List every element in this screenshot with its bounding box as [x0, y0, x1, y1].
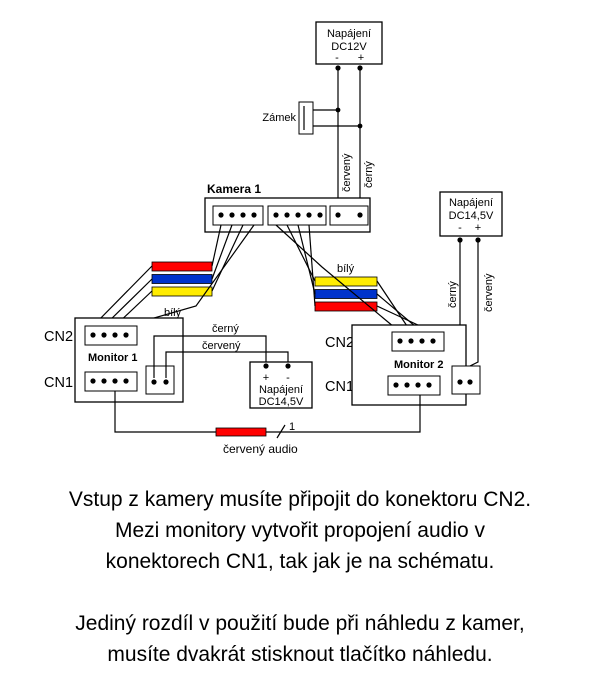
audio-wire-tick: [276, 424, 286, 439]
audio-link: 1 červený audio: [114, 391, 421, 456]
monitor2-power-connector: [451, 365, 481, 395]
wire-bar-red-right: [314, 301, 378, 312]
wire-bar-red-left: [151, 261, 213, 272]
psu-right-voltage: DC14,5V: [449, 210, 494, 222]
psu-dc12v-plus: +: [358, 52, 364, 64]
monitor2-cn1-label: CN1: [325, 379, 354, 395]
wire-label-cerveny-right: červený: [483, 273, 495, 312]
wire-label-cerveny-middle: červený: [202, 340, 241, 352]
lock-body: [298, 101, 314, 135]
monitor1-cn2-label: CN2: [44, 329, 73, 345]
monitor1-cn1-connector: [84, 371, 138, 392]
psu-dc12v-voltage: DC12V: [331, 41, 367, 53]
psu-dc12v-minus: -: [335, 52, 339, 64]
wire-bar-yellow-left: [151, 286, 213, 297]
psu-right-plus: +: [475, 222, 481, 234]
wire-bundle-right: bílý: [275, 224, 434, 333]
camera-terminal-block-2: [267, 205, 327, 226]
camera-terminal-block-3: [329, 205, 369, 226]
audio-wire-bar-red: [215, 427, 267, 437]
monitor1-cn1-label: CN1: [44, 375, 73, 391]
camera-1: Kamera 1: [204, 182, 371, 233]
monitor2-cn2-label: CN2: [325, 335, 354, 351]
audio-wire-label: červený audio: [223, 442, 298, 456]
monitor1-cn2-connector: [84, 325, 138, 346]
wire-bar-blue-right: [314, 289, 378, 299]
wire-label-bily-right: bílý: [337, 263, 355, 275]
caption-line-1: Vstup z kamery musíte připojit do konekt…: [68, 488, 532, 511]
wire-label-cerny-middle: černý: [212, 323, 239, 335]
monitor2-name: Monitor 2: [394, 359, 444, 371]
power-supply-dc145v-right: Napájení DC14,5V - +: [439, 191, 503, 243]
wire-label-cerny-right: černý: [447, 281, 459, 308]
caption-paragraph-2: Jediný rozdíl v použití bude při náhledu…: [0, 608, 600, 670]
psu-bottom-wire-red: [165, 351, 289, 378]
caption-line-5: musíte dvakrát stisknout tlačítko náhled…: [107, 643, 493, 666]
lock-label: Zámek: [262, 112, 296, 124]
psu-bottom-box: [249, 361, 313, 409]
monitor-2: CN2 CN1 Monitor 2: [325, 324, 481, 406]
monitor-1: CN2 CN1 Monitor 1: [44, 317, 184, 403]
psu-right-name: Napájení: [449, 197, 493, 209]
monitor1-power-connector: [145, 365, 175, 395]
audio-wire: [114, 391, 421, 433]
wire-label-cerny-top: černý: [363, 161, 375, 188]
caption: Vstup z kamery musíte připojit do konekt…: [0, 484, 600, 670]
psu-right-box: [439, 191, 503, 237]
psu-dc12v-box: [315, 21, 383, 65]
monitor2-cn2-connector: [391, 331, 445, 352]
psu-bottom-plus: +: [263, 372, 269, 384]
power-supply-dc145v-bottom: černý červený + - Napájení DC14,5V: [153, 323, 313, 409]
wiring-diagram: Napájení DC12V - + Zámek červený černý: [44, 21, 503, 456]
psu-dc12v-name: Napájení: [327, 28, 371, 40]
psu-bottom-voltage: DC14,5V: [259, 396, 304, 408]
monitor2-cn1-connector: [387, 375, 441, 396]
wire-bundle-left: bílý: [92, 224, 255, 327]
psu-bottom-wire-black: [153, 335, 267, 378]
audio-wire-number: 1: [289, 421, 295, 433]
caption-line-4: Jediný rozdíl v použití bude při náhledu…: [75, 612, 525, 635]
psu-dc12v-wires: [337, 68, 361, 213]
camera-terminal-block-1: [212, 205, 264, 226]
camera-label: Kamera 1: [207, 182, 261, 196]
caption-line-3: konektorech CN1, tak jak je na schématu.: [105, 550, 495, 573]
monitor1-name: Monitor 1: [88, 352, 138, 364]
power-supply-dc12v: Napájení DC12V - +: [315, 21, 383, 71]
wire-bar-blue-left: [151, 274, 213, 284]
psu-bottom-name: Napájení: [259, 384, 303, 396]
psu-right-minus: -: [458, 222, 462, 234]
lock: Zámek: [262, 101, 363, 135]
wire-bar-yellow-right: [314, 276, 378, 287]
caption-paragraph-1: Vstup z kamery musíte připojit do konekt…: [0, 484, 600, 577]
caption-line-2: Mezi monitory vytvořit propojení audio v: [115, 519, 485, 542]
wire-label-cerveny-top: červený: [341, 153, 353, 192]
psu-bottom-minus: -: [286, 372, 290, 384]
